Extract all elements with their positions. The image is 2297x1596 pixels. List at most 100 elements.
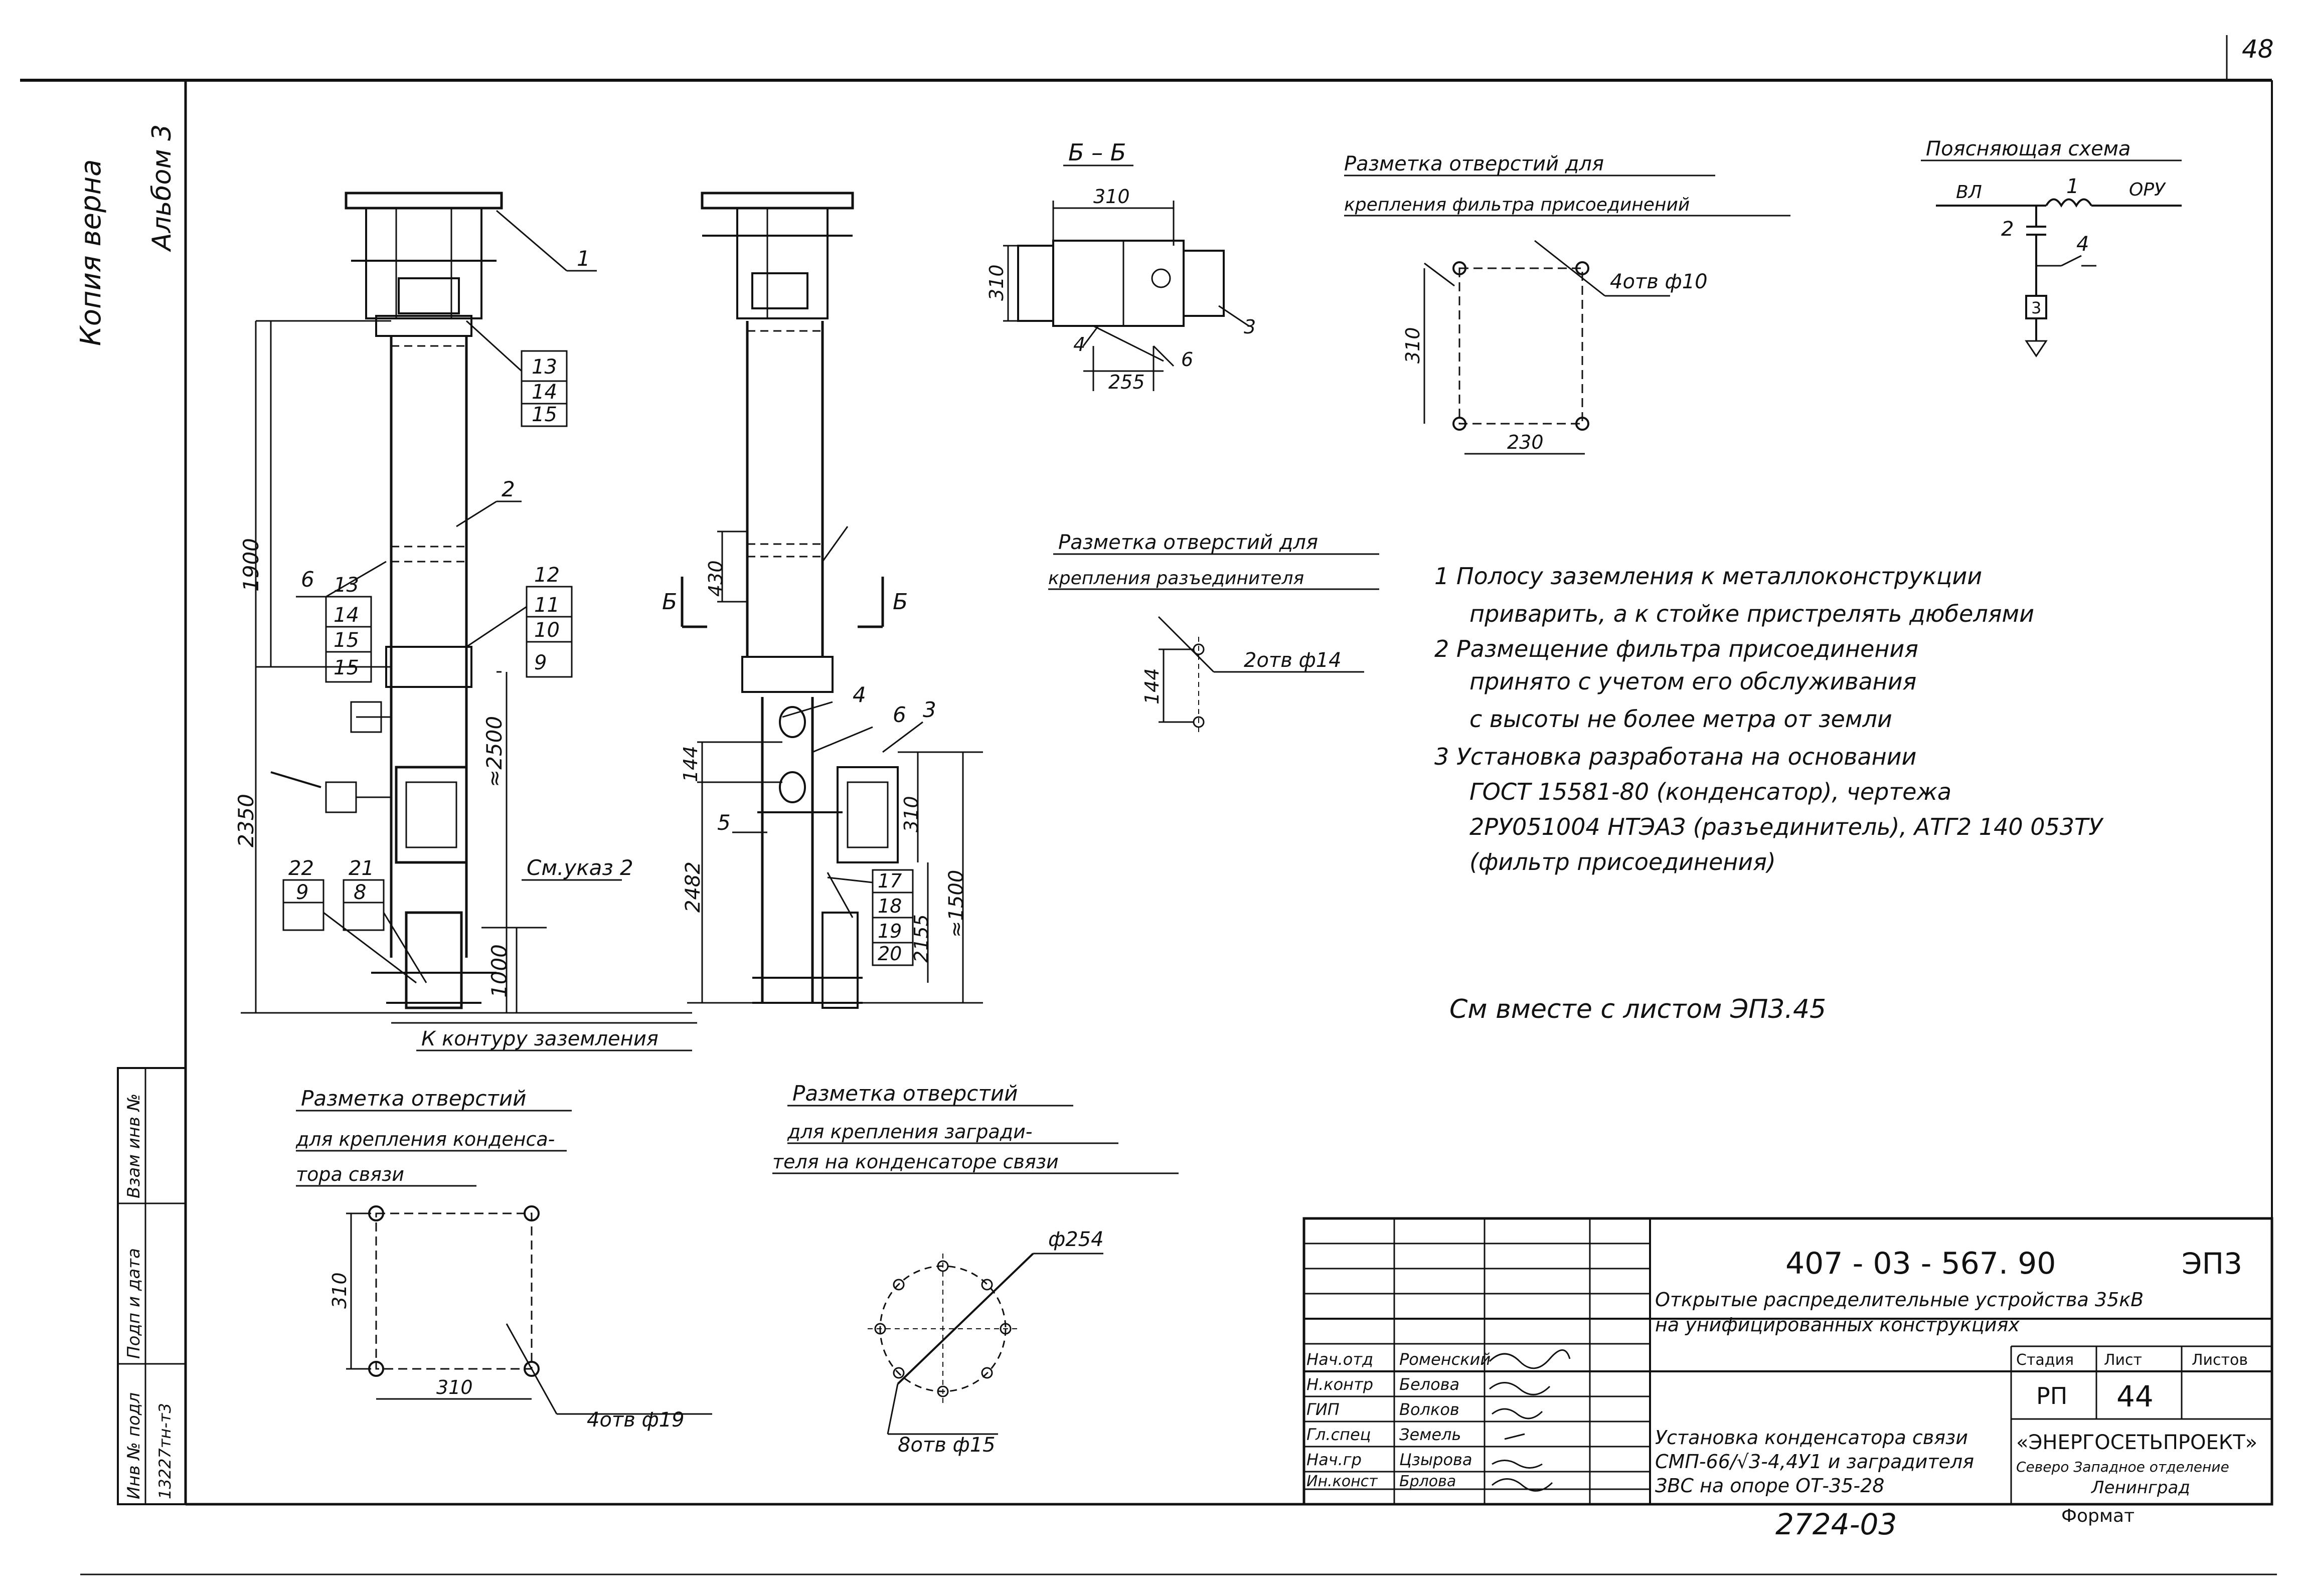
dim-310-mid: 310 xyxy=(900,796,922,832)
ground-contour-label: К контуру заземления xyxy=(421,1027,659,1050)
stage-value: РП xyxy=(2036,1382,2067,1409)
holes-filter-title-2: крепления фильтра присоединений xyxy=(1344,195,1690,215)
dim-2482: 2482 xyxy=(682,861,705,913)
note-line: 2РУ051004 НТЭАЗ (разъединитель), АТГ2 14… xyxy=(1469,813,2104,840)
holes-disc-title-2: крепления разъединителя xyxy=(1048,568,1304,589)
signer-name: Земель xyxy=(1399,1425,1461,1444)
copy-note: Копия верна xyxy=(75,159,107,346)
holes-cap-note: 4отв ф19 xyxy=(587,1408,685,1432)
sheet-label: Лист xyxy=(2104,1351,2142,1369)
note-line: ГОСТ 15581-80 (конденсатор), чертежа xyxy=(1469,778,1951,805)
position-tags-a xyxy=(282,210,597,984)
signers-table: Нач.отд Роменский Н.контр Белова ГИП Вол… xyxy=(1306,1349,1571,1492)
signer-role: Н.контр xyxy=(1306,1375,1373,1394)
dims-view-a xyxy=(241,320,697,1024)
sheets-label: Листов xyxy=(2192,1351,2248,1369)
scheme-2: 2 xyxy=(2001,218,2014,241)
dims-view-b xyxy=(687,530,983,1004)
see-also: См вместе с листом ЭП3.45 xyxy=(1449,994,1826,1024)
dim-cap-310-h: 310 xyxy=(436,1376,473,1398)
drawing-title-2: СМП-66/√3-4,4У1 и заградителя xyxy=(1655,1451,1974,1473)
title-block xyxy=(1302,1217,2273,1506)
dim-2500: ≈2500 xyxy=(482,716,507,787)
pos-9: 9 xyxy=(534,651,547,674)
signer-name: Белова xyxy=(1399,1375,1459,1394)
section-bb-title: Б – Б xyxy=(1068,139,1126,166)
holes-trap-title-2: для крепления загради- xyxy=(787,1121,1033,1143)
pos-4b: 4 xyxy=(1073,333,1085,356)
stamp-sign-label: Подп и дата xyxy=(124,1248,144,1359)
pos-22: 22 xyxy=(288,857,314,880)
sheet-frame xyxy=(20,35,2277,1575)
holes-trap-title-1: Разметка отверстий xyxy=(792,1081,1018,1106)
position-tags-b xyxy=(732,526,923,966)
pos-12: 12 xyxy=(534,564,560,587)
holes-cap-pattern xyxy=(346,1205,712,1415)
pos-2: 2 xyxy=(502,477,515,501)
org-name-2: Северо Западное отделение xyxy=(2016,1459,2229,1475)
pos-19: 19 xyxy=(878,920,902,942)
dim-1900: 1900 xyxy=(239,538,263,592)
section-cut-marks xyxy=(681,577,884,628)
holes-trap-diameter: ф254 xyxy=(1048,1228,1104,1251)
dim-144-a: 144 xyxy=(680,746,702,782)
stage-label: Стадия xyxy=(2016,1351,2074,1369)
sheet-code: ЭП3 xyxy=(2182,1247,2242,1281)
pos-4: 4 xyxy=(853,682,866,707)
signer-role: Нач.отд xyxy=(1306,1350,1373,1369)
scheme-diagram xyxy=(1936,198,2182,358)
see-note-label: См.указ 2 xyxy=(527,855,633,880)
project-title-1: Открытые распределительные устройства 35… xyxy=(1655,1289,2144,1311)
stamp-replace-label: Взам инв № xyxy=(124,1094,144,1198)
signer-role: Нач.гр xyxy=(1306,1450,1362,1469)
note-line: с высоты не более метра от земли xyxy=(1469,705,1892,733)
signer-role: Ин.конст xyxy=(1306,1473,1378,1490)
pos-1: 1 xyxy=(577,246,590,271)
pos-15b: 15 xyxy=(334,629,359,652)
dim-230: 230 xyxy=(1507,431,1544,453)
holes-trap-title-3: теля на конденсаторе связи xyxy=(772,1151,1059,1173)
sidebar-stamp: Взам инв № Подп и дата Инв № подл 13227т… xyxy=(117,1067,187,1505)
pos-10: 10 xyxy=(534,619,560,642)
note-line: (фильтр присоединения) xyxy=(1469,848,1776,875)
note-line: 1 Полосу заземления к металлоконструкции xyxy=(1434,563,1982,590)
note-line: принято с учетом его обслуживания xyxy=(1469,668,1916,695)
pos-15c: 15 xyxy=(334,656,359,679)
signer-name: Цзырова xyxy=(1399,1450,1472,1469)
holes-cap-title-2: для крепления конденса- xyxy=(295,1128,555,1150)
signer-name: Волков xyxy=(1399,1400,1459,1419)
pos-20: 20 xyxy=(878,943,902,965)
org-name-3: Ленинград xyxy=(2090,1478,2190,1498)
stamp-inv-value: 13227тн-т3 xyxy=(155,1403,175,1499)
section-mark-right: Б xyxy=(893,589,908,615)
holes-trap-pattern xyxy=(868,1253,1103,1435)
holes-disc-note: 2отв ф14 xyxy=(1244,649,1342,672)
pos-13: 13 xyxy=(532,356,557,379)
notes-block: 1 Полосу заземления к металлоконструкции… xyxy=(1434,563,2104,875)
holes-disc-pattern xyxy=(1158,616,1364,732)
scheme-3: 3 xyxy=(2031,298,2041,317)
signer-name: Роменский xyxy=(1399,1350,1491,1369)
scheme-vl: ВЛ xyxy=(1956,182,1982,203)
album-note: Альбом 3 xyxy=(147,124,177,252)
pos-3b: 3 xyxy=(1244,316,1256,338)
scheme-oru: ОРУ xyxy=(2129,180,2166,200)
order-number: 2724-03 xyxy=(1775,1507,1897,1541)
signer-name: Брлова xyxy=(1399,1473,1456,1490)
pos-9b: 9 xyxy=(296,881,308,904)
pos-11: 11 xyxy=(534,594,560,617)
pos-3: 3 xyxy=(923,697,936,722)
note-line: 3 Установка разработана на основании xyxy=(1434,743,1916,770)
dim-1500: ≈1500 xyxy=(945,870,968,938)
pos-21: 21 xyxy=(349,857,374,880)
holes-filter-pattern xyxy=(1423,240,1670,455)
page-number: 48 xyxy=(2242,35,2274,64)
pos-18: 18 xyxy=(878,895,902,917)
scheme-4: 4 xyxy=(2076,233,2089,256)
dim-filter-310: 310 xyxy=(1402,327,1424,364)
holes-cap-title-1: Разметка отверстий xyxy=(301,1086,526,1111)
scheme-1: 1 xyxy=(2066,175,2079,198)
pos-14b: 14 xyxy=(334,604,359,627)
dim-1000: 1000 xyxy=(487,944,512,998)
holes-filter-title-1: Разметка отверстий для xyxy=(1344,152,1604,175)
